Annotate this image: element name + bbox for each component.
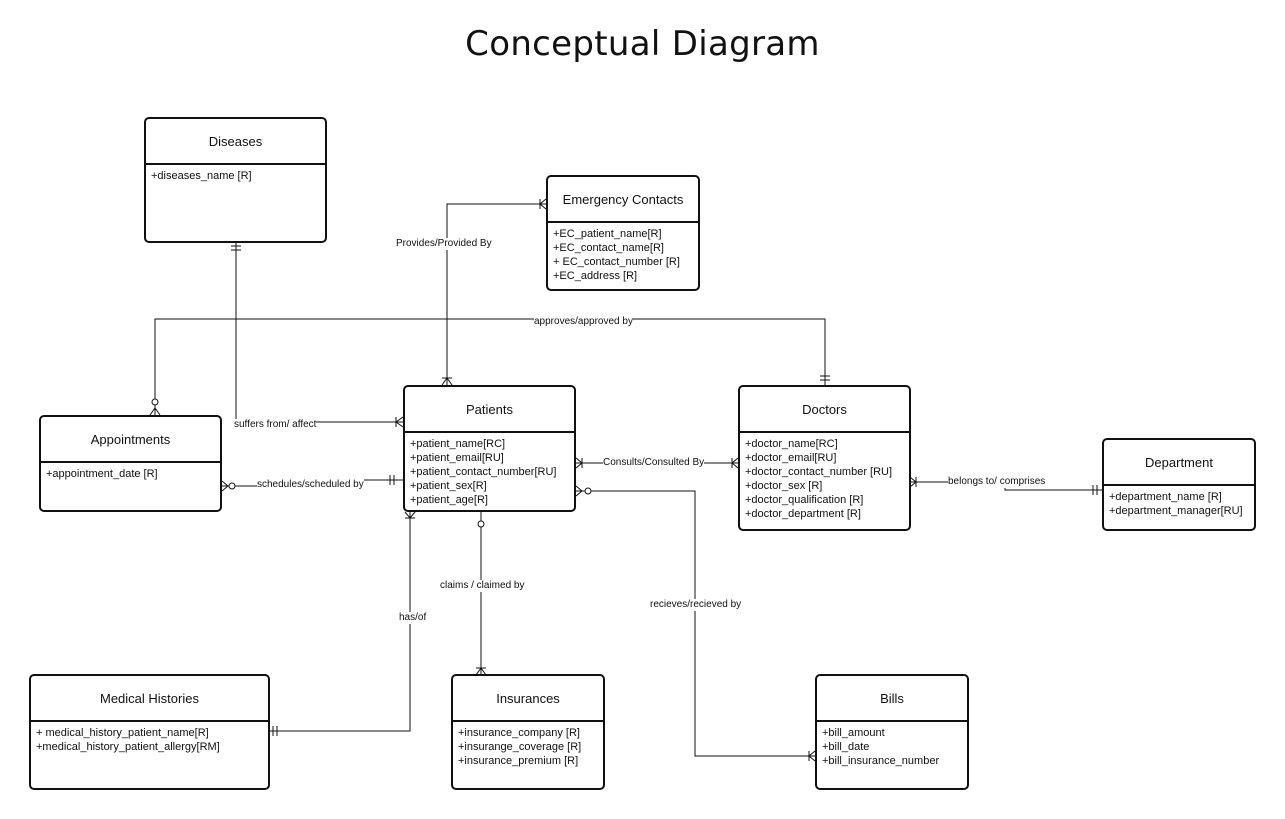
diagram-title: Conceptual Diagram	[465, 24, 820, 64]
mandatory-patients-left	[389, 475, 395, 485]
mandatory-medical-right	[272, 726, 278, 736]
attribute: +patient_email[RU]	[410, 452, 504, 464]
attribute: +doctor_email[RU]	[745, 452, 837, 464]
attribute: +doctor_department [R]	[745, 508, 861, 520]
entity-department[interactable]: Department +department_name [R] +departm…	[1102, 438, 1256, 531]
label-approves: approves/approved by	[534, 316, 633, 328]
circle-appointments-right	[228, 482, 236, 490]
label-claims: claims / claimed by	[440, 580, 525, 592]
attribute: +doctor_contact_number [RU]	[745, 466, 893, 478]
line-provides	[446, 203, 546, 385]
attribute: + EC_contact_number [R]	[553, 256, 680, 268]
attribute: +bill_date	[822, 741, 870, 753]
line-has	[270, 512, 411, 732]
entity-insurances[interactable]: Insurances +insurance_company [R] +insur…	[451, 674, 605, 790]
crowfoot-appointments-top	[149, 407, 161, 416]
attribute: +EC_address [R]	[553, 270, 638, 282]
entity-name: Diseases	[146, 119, 325, 165]
entity-name: Medical Histories	[31, 676, 268, 722]
entity-name: Emergency Contacts	[548, 177, 698, 223]
label-belongs: belongs to/ comprises	[948, 476, 1046, 488]
attribute: +department_manager[RU]	[1109, 505, 1243, 517]
crowfoot-appointments-right	[221, 480, 229, 492]
attribute: +EC_contact_name[R]	[553, 242, 664, 254]
attribute: +bill_insurance_number	[822, 755, 940, 767]
entity-medical-histories[interactable]: Medical Histories + medical_history_pati…	[29, 674, 270, 790]
entity-name: Insurances	[453, 676, 603, 722]
crowfoot-bills-left	[808, 750, 816, 762]
crowfoot-patients-top	[441, 377, 453, 386]
attribute: +EC_patient_name[R]	[553, 228, 662, 240]
crowfoot-patients-bottom	[404, 511, 416, 519]
attribute: +doctor_sex [R]	[745, 480, 823, 492]
entity-appointments[interactable]: Appointments +appointment_date [R]	[39, 415, 222, 512]
circle-patients-right-bills	[584, 487, 592, 495]
circle-appointments-top	[151, 398, 159, 406]
entity-name: Doctors	[740, 387, 909, 433]
attribute: +doctor_name[RC]	[745, 438, 838, 450]
entity-name: Department	[1104, 440, 1254, 486]
line-receives	[576, 490, 815, 757]
crowfoot-patients-right-bills	[575, 485, 583, 497]
entity-patients[interactable]: Patients +patient_name[RC] +patient_emai…	[403, 385, 576, 512]
attribute: +patient_contact_number[RU]	[410, 466, 557, 478]
attribute: +patient_age[R]	[410, 494, 488, 506]
attribute: +insurance_company [R]	[458, 727, 580, 739]
attribute: + medical_history_patient_name[R]	[36, 727, 209, 739]
label-consults: Consults/Consulted By	[603, 457, 705, 469]
entity-name: Bills	[817, 676, 967, 722]
label-has: has/of	[399, 612, 427, 624]
label-provides: Provides/Provided By	[396, 238, 492, 250]
entity-name: Appointments	[41, 417, 220, 463]
mandatory-doctors-top	[820, 375, 830, 381]
attribute: +patient_sex[R]	[410, 480, 487, 492]
label-suffers: suffers from/ affect	[234, 419, 317, 431]
entity-diseases[interactable]: Diseases +diseases_name [R]	[144, 117, 327, 243]
crowfoot-patients-left	[395, 416, 404, 428]
attribute: +diseases_name [R]	[151, 170, 252, 182]
attribute: +appointment_date [R]	[46, 468, 158, 480]
attribute: +insurance_premium [R]	[458, 755, 579, 767]
attribute: +bill_amount	[822, 727, 885, 739]
crowfoot-doctors-right	[909, 476, 917, 488]
line-approves	[154, 318, 826, 415]
attribute: +doctor_qualification [R]	[745, 494, 864, 506]
entity-bills[interactable]: Bills +bill_amount +bill_date +bill_insu…	[815, 674, 969, 790]
label-schedules: schedules/scheduled by	[257, 479, 364, 491]
attribute: +patient_name[RC]	[410, 438, 506, 450]
mandatory-diseases-bottom	[231, 245, 241, 251]
crowfoot-emergency	[539, 198, 547, 210]
line-suffers	[235, 243, 403, 423]
entity-name: Patients	[405, 387, 574, 433]
entity-doctors[interactable]: Doctors +doctor_name[RC] +doctor_email[R…	[738, 385, 911, 531]
crowfoot-patients-right	[575, 457, 583, 469]
mandatory-department-left	[1092, 485, 1098, 495]
circle-patients-bottom	[477, 520, 485, 528]
crowfoot-insurances-top	[475, 667, 487, 676]
entity-emergency-contacts[interactable]: Emergency Contacts +EC_patient_name[R] +…	[546, 175, 700, 291]
attribute: +insurange_coverage [R]	[458, 741, 582, 753]
label-receives: recieves/recieved by	[650, 599, 742, 611]
crowfoot-doctors-left	[731, 457, 739, 469]
attribute: +medical_history_patient_allergy[RM]	[36, 741, 220, 753]
attribute: +department_name [R]	[1109, 491, 1222, 503]
